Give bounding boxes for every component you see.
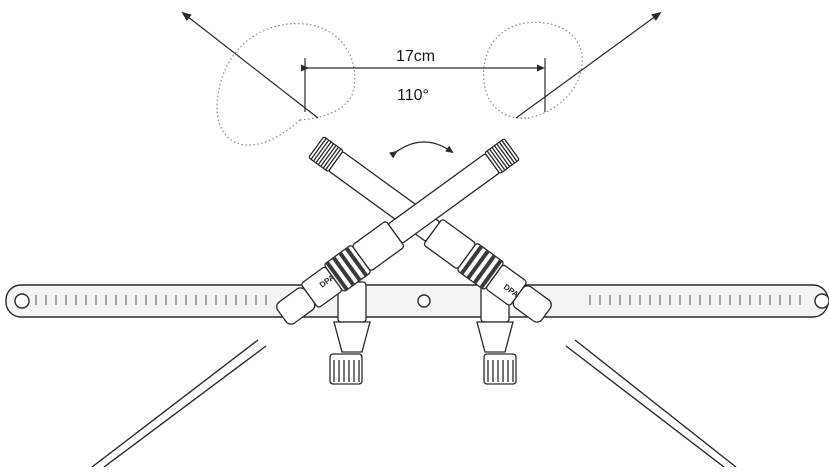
polar-pattern-left: [216, 23, 356, 146]
distance-dimension: [301, 58, 546, 112]
bar-hole-left: [14, 293, 30, 309]
bar-hole-right: [814, 293, 829, 309]
bar-scale-ticks: [35, 295, 801, 305]
stereo-bar: [5, 284, 829, 318]
mic-clip-left: [329, 281, 371, 385]
angle-label: 110°: [397, 87, 429, 104]
cable-right: [565, 339, 737, 468]
distance-label: 17cm: [396, 48, 436, 65]
bar-hole-center: [417, 294, 431, 308]
polar-pattern-right: [482, 21, 583, 119]
direction-arrow-right: [515, 11, 662, 119]
microphone-left: [276, 138, 520, 325]
direction-arrow-left: [181, 11, 319, 119]
cable-left: [91, 339, 267, 468]
angle-arc: [389, 141, 454, 159]
